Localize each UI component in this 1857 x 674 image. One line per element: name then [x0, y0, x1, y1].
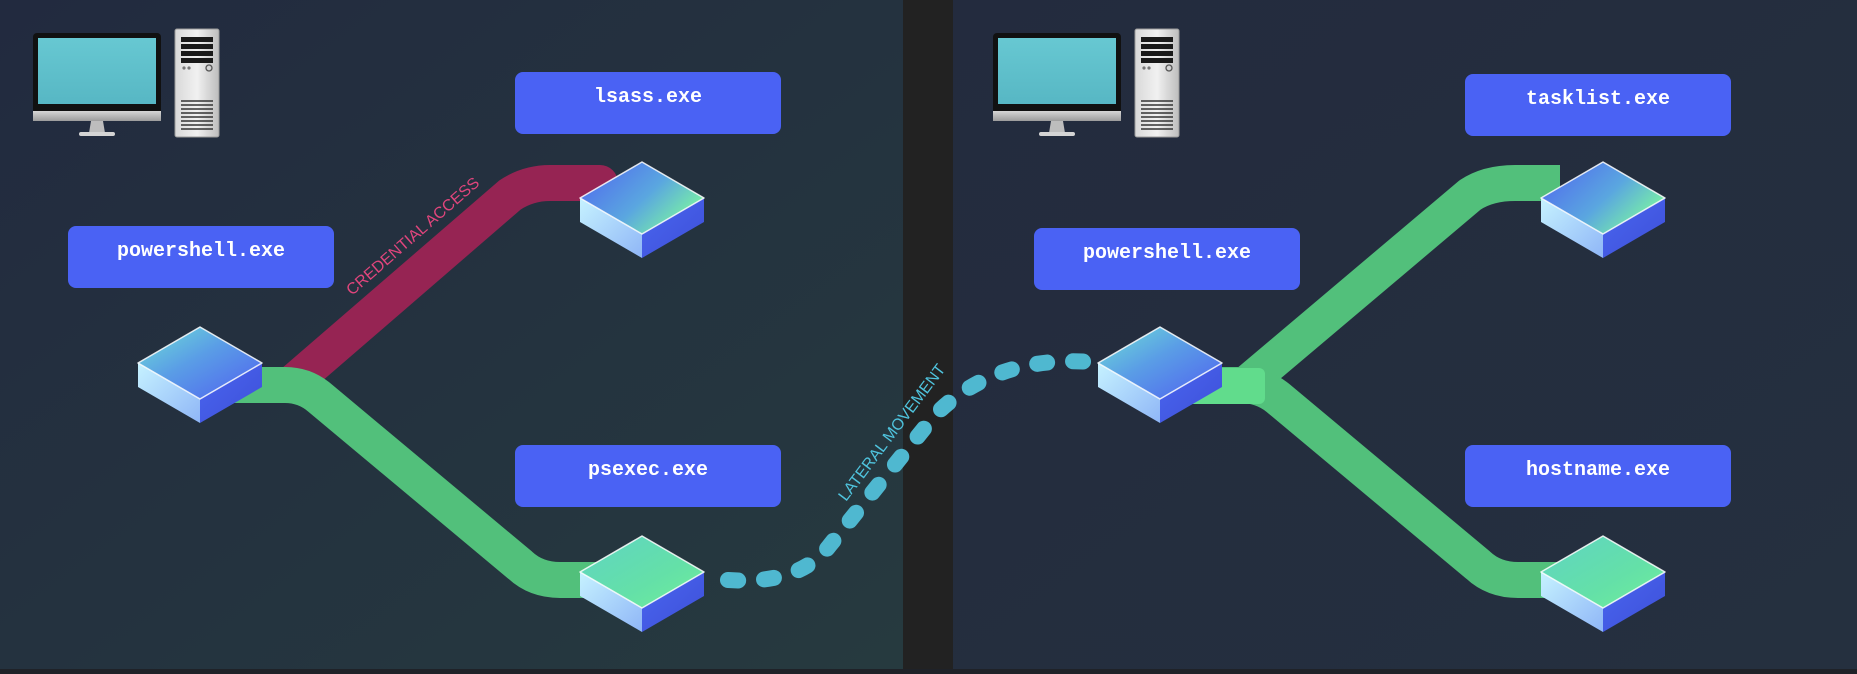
edge-powershell-psexec — [205, 367, 600, 598]
process-node-h2-powershell[interactable] — [1097, 326, 1223, 423]
process-label-h1-psexec[interactable]: psexec.exe — [515, 445, 781, 507]
process-node-h1-lsass[interactable] — [579, 161, 705, 258]
computer-icon-host-2 — [992, 28, 1180, 138]
edge-lateral-movement — [720, 353, 1100, 589]
process-label-h1-powershell[interactable]: powershell.exe — [68, 226, 334, 288]
process-node-h1-powershell[interactable] — [137, 326, 263, 423]
computer-icon-host-1 — [32, 28, 220, 138]
edge-powershell-tasklist — [1233, 165, 1560, 399]
process-node-h1-psexec[interactable] — [579, 535, 705, 632]
edge-credential-access — [272, 165, 618, 403]
process-label-h2-hostname[interactable]: hostname.exe — [1465, 445, 1731, 507]
process-nodes — [137, 161, 1666, 632]
host-divider — [903, 0, 953, 669]
process-label-h2-tasklist[interactable]: tasklist.exe — [1465, 74, 1731, 136]
process-node-h2-tasklist[interactable] — [1540, 161, 1666, 258]
process-label-h1-lsass[interactable]: lsass.exe — [515, 72, 781, 134]
process-label-h2-powershell[interactable]: powershell.exe — [1034, 228, 1300, 290]
process-node-h2-hostname[interactable] — [1540, 535, 1666, 632]
